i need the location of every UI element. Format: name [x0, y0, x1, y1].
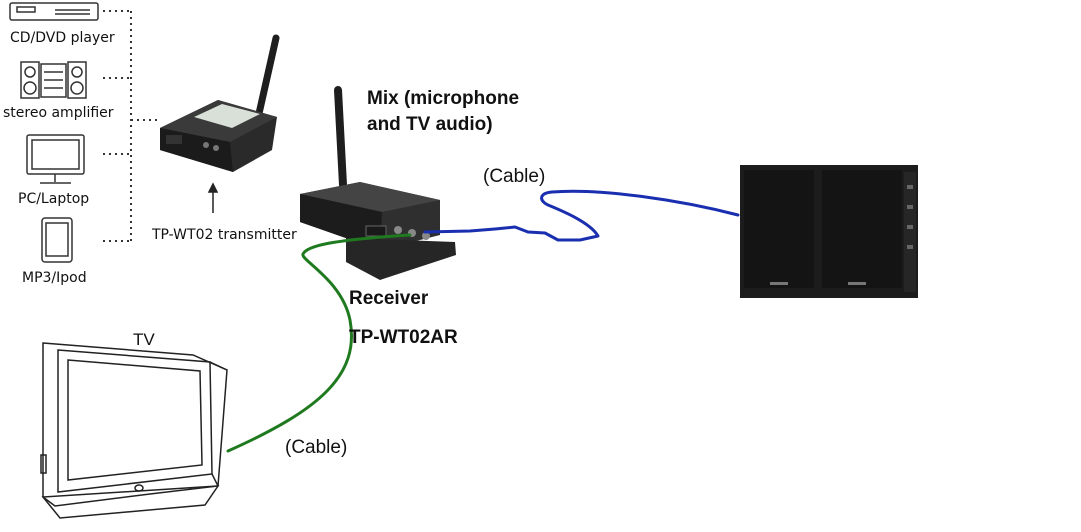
mix-label-line1: Mix (microphone — [367, 88, 520, 109]
transmitter-arrow — [207, 182, 219, 213]
transmitter-device — [160, 34, 280, 172]
speaker-cable-label: (Cable) — [483, 166, 546, 187]
source-label-mp3-ipod: MP3/Ipod — [22, 270, 87, 286]
source-label-pc-laptop: PC/Laptop — [18, 191, 90, 207]
cd-dvd-player-icon — [9, 2, 99, 21]
source-connector-lines — [103, 10, 158, 242]
receiver-title: Receiver — [349, 288, 429, 309]
mp3-ipod-icon — [41, 217, 73, 263]
receiver-device — [300, 86, 456, 280]
tv-cable — [226, 233, 412, 453]
tv-label: TV — [133, 330, 155, 349]
receiver-model: TP-WT02AR — [349, 327, 458, 348]
source-label-stereo-amplifier: stereo amplifier — [3, 105, 114, 121]
speaker-cable — [423, 189, 740, 242]
tv-set — [40, 342, 228, 519]
stereo-amplifier-icon — [20, 61, 87, 99]
pc-laptop-icon — [26, 134, 85, 184]
source-label-cd-dvd: CD/DVD player — [10, 30, 115, 46]
transmitter-label: TP-WT02 transmitter — [152, 227, 297, 243]
speakers — [740, 165, 918, 298]
tv-cable-label: (Cable) — [285, 437, 348, 458]
mix-label-line2: and TV audio) — [367, 114, 493, 135]
